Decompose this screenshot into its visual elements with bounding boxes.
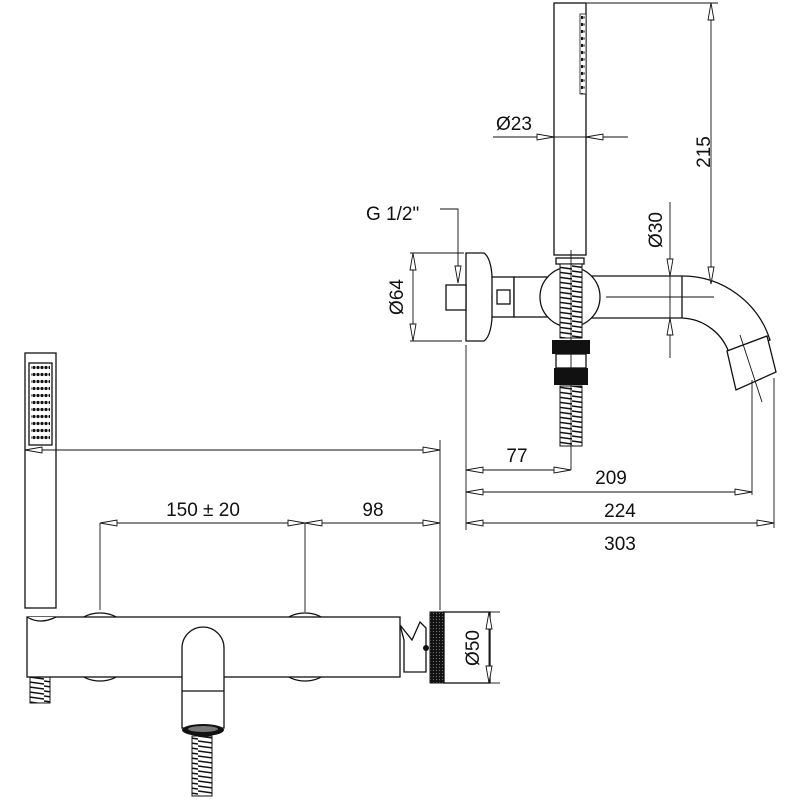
label-wall-to-outlet: 77 bbox=[506, 446, 527, 467]
label-knob-diameter: Ø50 bbox=[463, 630, 484, 666]
label-overall-depth: 303 bbox=[604, 534, 636, 555]
front-view: 150 ± 20 98 Ø50 bbox=[24, 352, 500, 797]
dim-thread: G 1/2" bbox=[366, 204, 462, 284]
label-thread: G 1/2" bbox=[366, 204, 419, 225]
label-inlet-to-knob: 98 bbox=[362, 500, 383, 521]
dim-wall-to-spout-end: 209 bbox=[465, 468, 753, 496]
label-inlet-spacing: 150 ± 20 bbox=[166, 500, 240, 521]
dim-spout-diameter: Ø30 bbox=[646, 202, 674, 358]
label-flange-diameter: Ø64 bbox=[387, 279, 408, 315]
label-handshower-length: 215 bbox=[694, 136, 715, 168]
dim-handshower-length: 215 bbox=[586, 2, 718, 298]
knob-knurled bbox=[429, 611, 445, 684]
top-view: Ø23 215 Ø30 G 1/2" Ø64 bbox=[366, 2, 777, 555]
dim-wall-to-spout-tip: 224 bbox=[465, 501, 775, 527]
hose-left bbox=[29, 676, 51, 704]
thread-stud bbox=[445, 284, 467, 311]
label-wall-to-spout-end: 209 bbox=[595, 468, 627, 489]
label-spout-diameter: Ø30 bbox=[646, 212, 667, 248]
dim-flange-diameter: Ø64 bbox=[387, 252, 464, 342]
dim-handshower-to-knob bbox=[24, 446, 441, 454]
dim-inlet-spacing: 150 ± 20 98 bbox=[99, 500, 441, 527]
connector-nut bbox=[496, 289, 511, 305]
dim-knob-diameter: Ø50 bbox=[463, 611, 500, 684]
spout-outlet-front bbox=[181, 626, 225, 729]
lever-handle bbox=[399, 620, 427, 673]
spout-outlet bbox=[726, 335, 777, 391]
dim-handshower-diameter: Ø23 bbox=[493, 114, 628, 141]
thermostatic-knob bbox=[443, 611, 491, 684]
spray-nozzles bbox=[581, 14, 585, 94]
dim-wall-to-outlet: 77 bbox=[465, 446, 572, 474]
label-handshower-diameter: Ø23 bbox=[496, 114, 532, 135]
wall-flange bbox=[465, 252, 493, 342]
label-wall-to-spout-tip: 224 bbox=[604, 501, 636, 522]
hose-front bbox=[191, 735, 213, 797]
